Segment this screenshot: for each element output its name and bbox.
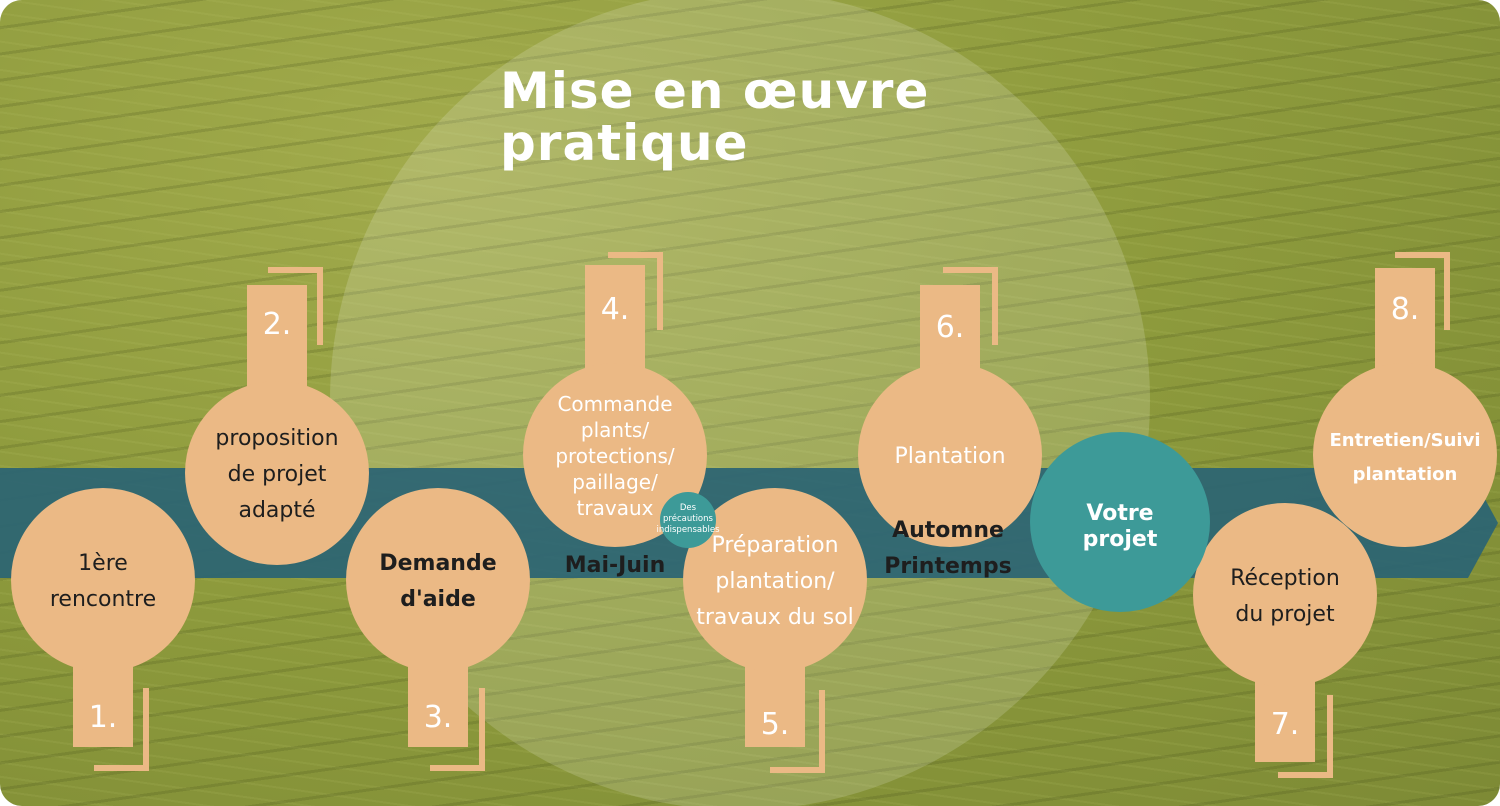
step-3[interactable]: 3. Demande d'aide <box>346 488 530 771</box>
step-label-line: Commande <box>557 392 672 416</box>
title-line-2: pratique <box>500 114 749 172</box>
step-label-line: de projet <box>228 462 327 487</box>
step-label-line: plants/ <box>581 418 649 442</box>
step-label-line: du projet <box>1235 602 1335 627</box>
step-label: Réception du projet <box>1230 566 1340 627</box>
step-label-line: rencontre <box>50 587 156 612</box>
step-number: 1. <box>89 700 118 735</box>
step-circle <box>11 488 195 672</box>
step-label-line: Entretien/Suivi <box>1329 430 1480 451</box>
highlight-circle <box>330 0 1150 806</box>
step-circle <box>523 363 707 547</box>
step-label-line: d'aide <box>400 587 476 612</box>
step-bracket <box>1278 695 1333 778</box>
step-label-line: adapté <box>238 498 315 523</box>
step-label: Demande d'aide <box>379 551 496 612</box>
step-circle <box>1193 503 1377 687</box>
step-bracket <box>943 267 998 345</box>
step-circle <box>346 488 530 672</box>
title-line-1: Mise en œuvre <box>500 62 929 120</box>
step-circle <box>858 363 1042 547</box>
step-number: 5. <box>761 707 790 742</box>
step-circle <box>683 488 867 672</box>
precautions-line: précautions <box>663 513 713 524</box>
precautions-line: Des <box>680 503 697 513</box>
step-number: 7. <box>1271 707 1300 742</box>
votre-projet-line: projet <box>1083 527 1158 552</box>
step-label: Préparation plantation/travaux du sol <box>696 533 854 630</box>
step-label: Entretien/Suivi plantation <box>1329 430 1480 485</box>
step-bracket <box>770 690 825 773</box>
step-label-line: Réception <box>1230 566 1340 591</box>
step-6[interactable]: 6. Plantation <box>858 267 1042 547</box>
step-5[interactable]: 5. Préparation plantation/travaux du sol <box>683 488 867 773</box>
step-7[interactable]: 7. Réception du projet <box>1193 503 1377 778</box>
step-number: 4. <box>601 292 630 327</box>
votre-projet-line: Votre <box>1086 501 1153 526</box>
step-1[interactable]: 1. 1ère rencontre <box>11 488 195 771</box>
period-mai-juin: Mai-Juin <box>565 553 665 578</box>
step-number: 8. <box>1391 292 1420 327</box>
step-label-line: Préparation <box>711 533 838 558</box>
step-bracket <box>94 688 149 771</box>
step-label: Plantation <box>894 444 1005 469</box>
step-number: 2. <box>263 307 292 342</box>
step-label: 1ère rencontre <box>50 551 156 612</box>
step-bracket <box>430 688 485 771</box>
step-label-line: travaux du sol <box>696 605 854 630</box>
step-label: proposition de projet adapté <box>215 426 338 523</box>
step-label-line: protections/ <box>555 444 675 468</box>
step-label-line: 1ère <box>78 551 128 576</box>
precautions-line: indispensables <box>657 525 721 535</box>
step-2[interactable]: 2. proposition de projet adapté <box>185 267 369 565</box>
period-printemps: Printemps <box>884 554 1011 579</box>
period-automne: Automne <box>892 518 1004 543</box>
step-label-line: plantation/ <box>715 569 835 594</box>
step-label-line: proposition <box>215 426 338 451</box>
step-circle <box>185 381 369 565</box>
step-circle <box>1313 363 1497 547</box>
step-bracket <box>608 252 663 330</box>
step-label-line: Demande <box>379 551 496 576</box>
step-bracket <box>268 267 323 345</box>
step-label-line: Plantation <box>894 444 1005 469</box>
step-number: 6. <box>936 310 965 345</box>
step-number: 3. <box>424 700 453 735</box>
step-bracket <box>1395 252 1450 330</box>
step-8[interactable]: 8. Entretien/Suivi plantation <box>1313 252 1497 547</box>
step-label-line: paillage/ <box>572 470 658 494</box>
step-label-line: travaux <box>577 496 654 520</box>
step-label-line: plantation <box>1353 464 1458 485</box>
